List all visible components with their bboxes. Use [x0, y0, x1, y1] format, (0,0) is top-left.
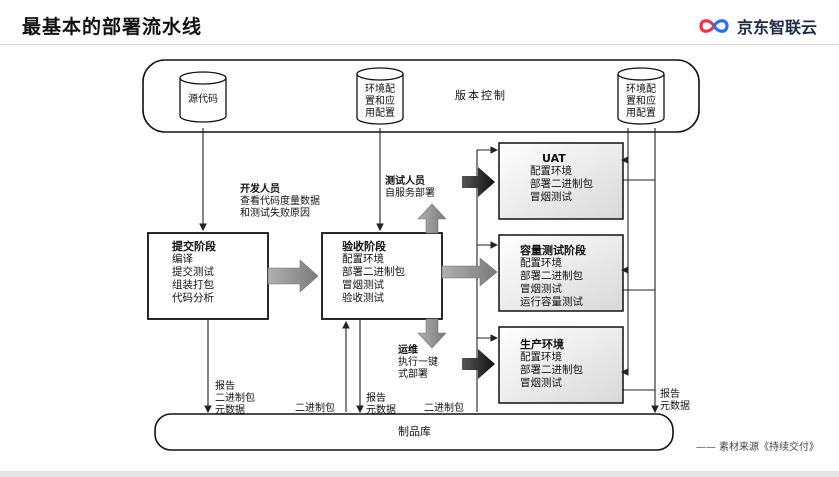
- capacity-text: 容量测试阶段 配置环境 部署二进制包 冒烟测试 运行容量测试: [520, 244, 586, 308]
- accept-to-capacity-arrow: [441, 257, 498, 287]
- tester-to-uat-arrow: [462, 167, 495, 197]
- capacity-box: [498, 234, 624, 312]
- production-text: 生产环境 配置环境 部署二进制包 冒烟测试: [520, 338, 583, 389]
- version-control-box: [142, 59, 700, 133]
- ops-note: 运维 执行一键 式部署: [398, 345, 438, 380]
- production-box: [498, 326, 624, 404]
- right-report-label: 报告 元数据: [660, 389, 690, 412]
- db-source-label: 源代码: [188, 94, 218, 105]
- tester-note: 测试人员 自服务部署: [385, 176, 435, 199]
- uat-text: UAT 配置环境 部署二进制包 冒烟测试: [530, 152, 593, 203]
- db-env-right-label: 环境配置和应用配置: [626, 84, 656, 119]
- footer-bar: [0, 471, 839, 477]
- developer-note: 开发人员 查看代码度量数据 和测试失败原因: [240, 184, 320, 219]
- db-env-left-icon: [356, 67, 404, 125]
- accept-up-arrow: [417, 203, 447, 234]
- db-source-icon: [179, 71, 227, 123]
- acceptance-stage-text: 验收阶段 配置环境 部署二进制包 冒烟测试 验收测试: [342, 240, 405, 304]
- page-title: 最基本的部署流水线: [22, 16, 203, 38]
- commit-stage-box: [147, 232, 269, 320]
- binary-label-1: 二进制包: [295, 403, 335, 414]
- db-env-right-icon: [617, 67, 665, 125]
- accept-report-label: 报告 元数据: [366, 393, 396, 416]
- uat-box: [498, 142, 624, 220]
- commit-stage-text: 提交阶段 编译 提交测试 组装打包 代码分析: [172, 240, 216, 304]
- commit-to-accept-arrow: [267, 259, 319, 293]
- artifact-repo-box: [154, 413, 674, 451]
- commit-report-label: 报告 二进制包 元数据: [215, 381, 255, 416]
- artifact-repo-label: 制品库: [398, 425, 431, 438]
- brand-logo: 京东智联云: [697, 14, 817, 38]
- version-control-label: 版本控制: [455, 89, 507, 102]
- accept-down-arrow: [417, 318, 447, 349]
- db-env-left-label: 环境配置和应用配置: [365, 84, 395, 119]
- binary-label-2: 二进制包: [424, 403, 464, 414]
- header-divider: [0, 44, 839, 45]
- infinity-logo-icon: [699, 19, 729, 33]
- logo-text: 京东智联云: [736, 18, 817, 37]
- ops-to-prod-arrow: [462, 349, 495, 379]
- source-note: —— 素材来源《持续交付》: [695, 442, 819, 453]
